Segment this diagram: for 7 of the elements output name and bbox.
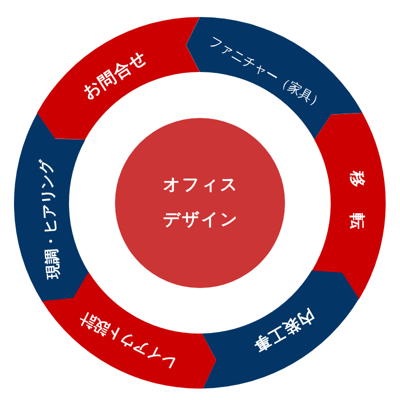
step-label: 内装工事 — [250, 306, 318, 354]
step-label: ファニチャー（家具） — [206, 34, 326, 112]
step-label: 現調・ヒアリング — [38, 158, 62, 280]
center-title: オフィスデザイン — [162, 174, 240, 232]
step-label: レイアウト設計 — [78, 309, 178, 370]
step-label: お問合せ — [80, 49, 150, 103]
step-label: 移 転 — [348, 170, 365, 234]
